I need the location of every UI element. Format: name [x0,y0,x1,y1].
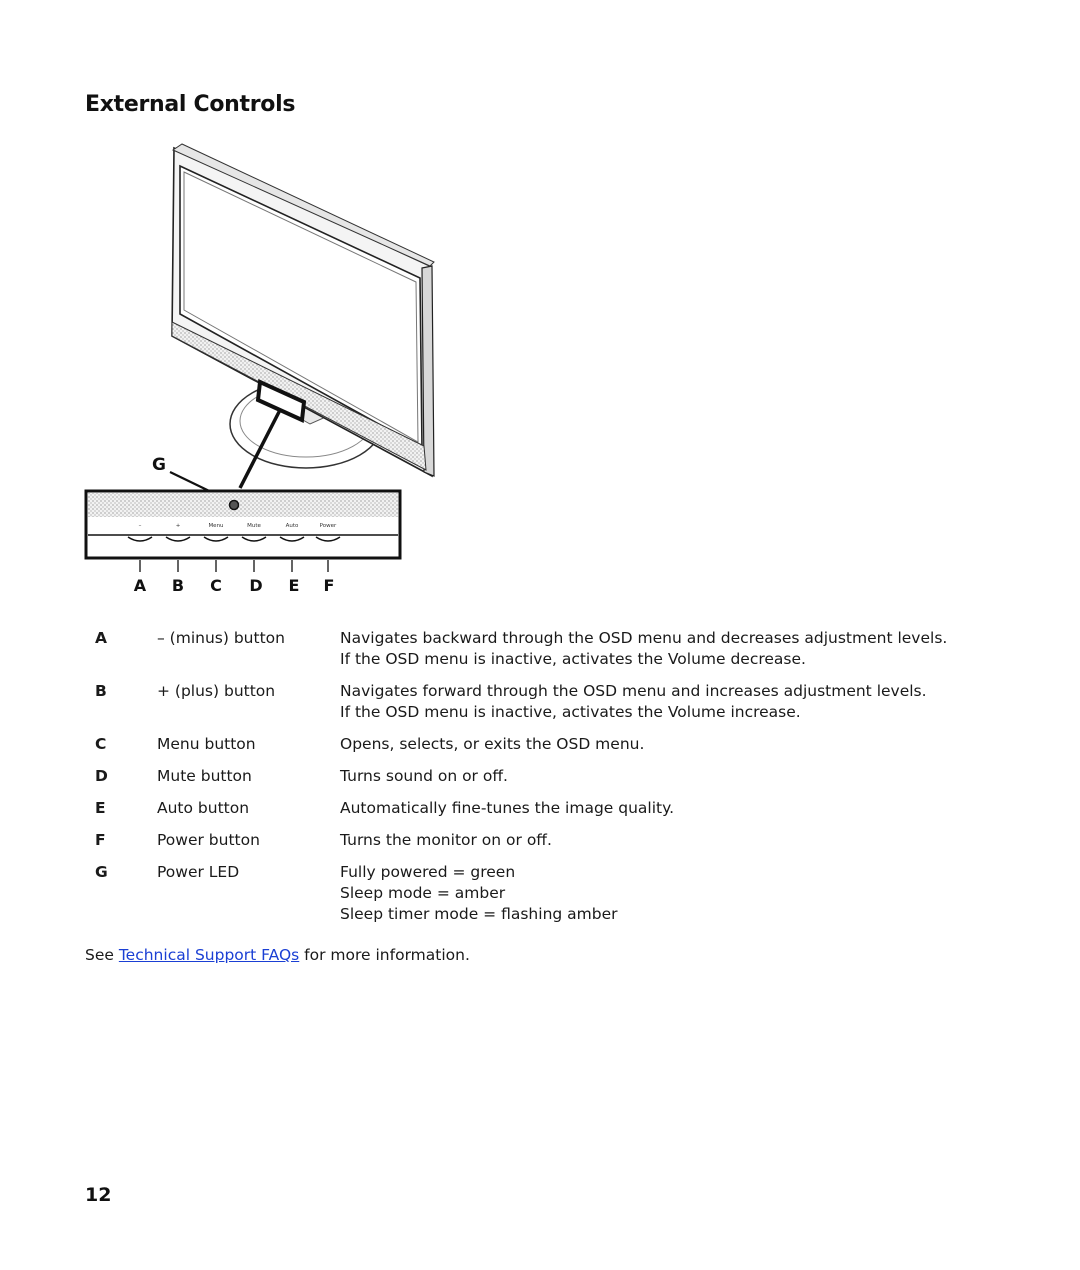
button-letter-c: C [210,576,222,595]
mute-button-icon [241,536,267,542]
page-number: 12 [85,1184,112,1206]
control-name: – (minus) button [157,629,285,647]
button-letter-f: F [324,576,335,595]
description-line: Opens, selects, or exits the OSD menu. [340,735,645,753]
description-line: If the OSD menu is inactive, activates t… [340,650,806,668]
button-letter-d: D [249,576,262,595]
technical-support-faqs-link[interactable]: Technical Support FAQs [118,946,300,964]
description-line: Navigates backward through the OSD menu … [340,629,948,647]
control-name: Power LED [157,863,240,881]
control-description: Opens, selects, or exits the OSD menu. [340,734,980,766]
button-letter-a: A [134,576,147,595]
control-panel [84,489,402,560]
see-more-suffix: for more information. [299,946,470,964]
control-key: D [95,767,108,785]
control-key: E [95,799,106,817]
control-name: Menu button [157,735,256,753]
plus-button-icon [165,536,191,542]
control-key: A [95,629,107,647]
panel-label-minus: – [139,523,142,529]
control-name: + (plus) button [157,682,276,700]
controls-table: A – (minus) button Navigates backward th… [95,628,980,936]
description-line: Navigates forward through the OSD menu a… [340,682,927,700]
description-line: Turns sound on or off. [340,767,508,785]
description-line: Sleep timer mode = flashing amber [340,905,618,923]
control-key: B [95,682,107,700]
description-line: Turns the monitor on or off. [340,831,552,849]
see-more-note: See Technical Support FAQs for more info… [85,946,470,964]
control-description: Navigates forward through the OSD menu a… [340,681,980,734]
control-row-b: B + (plus) button Navigates forward thro… [95,681,980,734]
description-line: Sleep mode = amber [340,884,506,902]
panel-labels: – + Menu Mute Auto Power [139,523,337,529]
monitor-illustration [171,143,435,478]
control-description: Navigates backward through the OSD menu … [340,628,980,681]
description-line: Fully powered = green [340,863,516,881]
callout-g-label: G [152,455,166,475]
control-description: Fully powered = green Sleep mode = amber… [340,862,980,936]
control-row-d: D Mute button Turns sound on or off. [95,766,980,798]
control-row-g: G Power LED Fully powered = green Sleep … [95,862,980,936]
control-name: Mute button [157,767,252,785]
auto-button-icon [279,536,305,542]
control-description: Turns the monitor on or off. [340,830,980,862]
power-button-icon [315,536,341,542]
minus-button-icon [127,536,153,542]
control-key: F [95,831,106,849]
panel-buttons [127,536,341,542]
control-key: G [95,863,108,881]
description-line: Automatically fine-tunes the image quali… [340,799,674,817]
menu-button-icon [203,536,229,542]
page-title: External Controls [85,92,296,117]
control-row-e: E Auto button Automatically fine-tunes t… [95,798,980,830]
panel-label-power: Power [320,523,337,529]
description-line: If the OSD menu is inactive, activates t… [340,703,801,721]
control-key: C [95,735,107,753]
panel-label-plus: + [176,523,181,529]
panel-label-auto: Auto [286,523,299,529]
button-letter-b: B [172,576,184,595]
button-letter-e: E [289,576,300,595]
control-row-c: C Menu button Opens, selects, or exits t… [95,734,980,766]
power-led-icon [228,499,240,511]
control-row-f: F Power button Turns the monitor on or o… [95,830,980,862]
control-description: Automatically fine-tunes the image quali… [340,798,980,830]
control-name: Power button [157,831,260,849]
callout-leader-line [238,409,282,489]
see-more-prefix: See [85,946,119,964]
control-row-a: A – (minus) button Navigates backward th… [95,628,980,681]
button-leader-lines [139,560,329,572]
button-bar-callout [255,379,307,423]
control-description: Turns sound on or off. [340,766,980,798]
control-name: Auto button [157,799,250,817]
panel-label-menu: Menu [208,523,223,529]
monitor-diagram: G – + Menu Mute Auto Power [84,140,436,598]
panel-label-mute: Mute [247,523,261,529]
